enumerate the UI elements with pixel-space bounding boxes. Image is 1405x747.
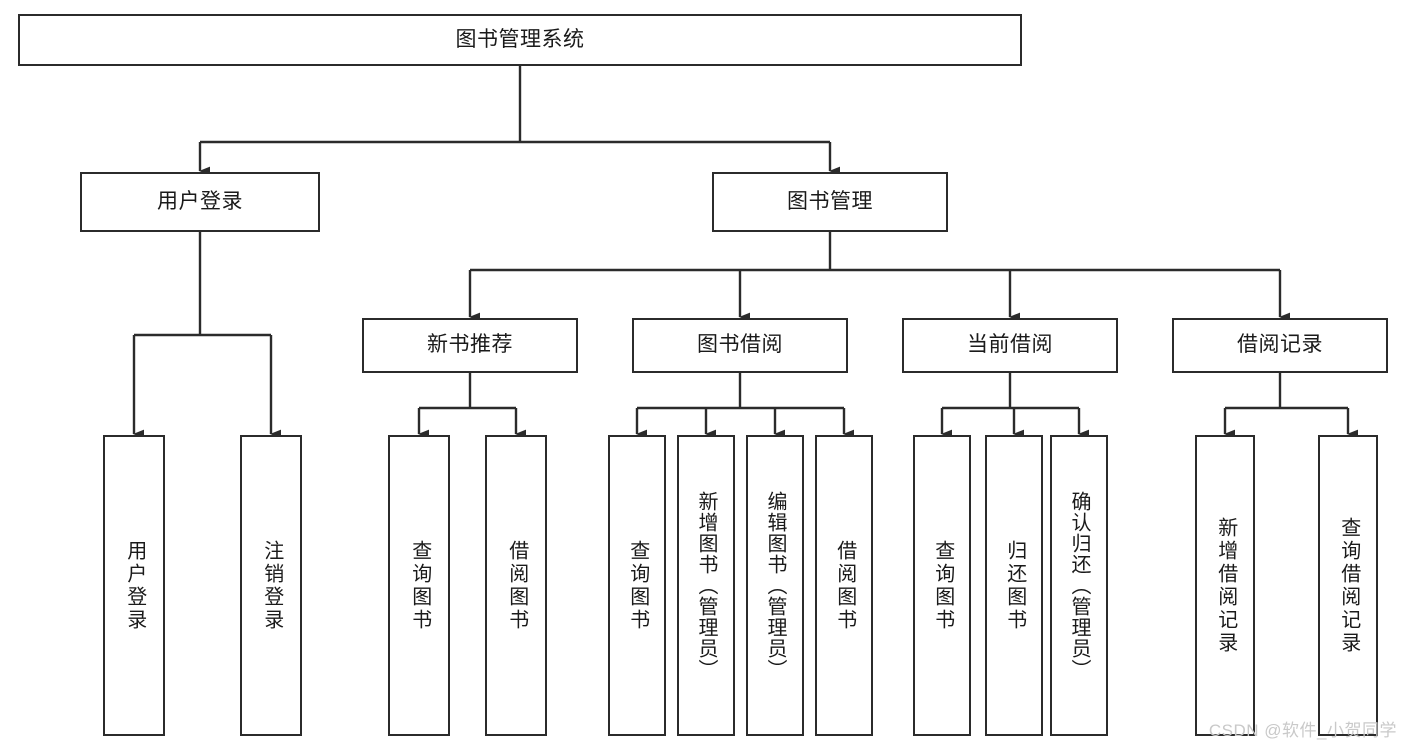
node-current-borrow[interactable]: 当前借阅 — [902, 318, 1118, 373]
node-label-borrow-record: 借阅记录 — [1237, 333, 1323, 357]
node-label-leaf-query-record: 查询借阅记录 — [1337, 516, 1360, 655]
node-borrow-record[interactable]: 借阅记录 — [1172, 318, 1388, 373]
node-leaf-query-book-3[interactable]: 查询图书 — [913, 435, 971, 736]
node-label-leaf-return-book: 归还图书 — [1003, 539, 1026, 632]
node-leaf-user-login[interactable]: 用户登录 — [103, 435, 165, 736]
node-label-leaf-add-book: 新增图书（管理员） — [695, 491, 717, 680]
node-leaf-edit-book[interactable]: 编辑图书（管理员） — [746, 435, 804, 736]
node-leaf-user-logout[interactable]: 注销登录 — [240, 435, 302, 736]
node-label-leaf-query-book-2: 查询图书 — [626, 539, 649, 632]
node-leaf-query-book-1[interactable]: 查询图书 — [388, 435, 450, 736]
node-label-leaf-borrow-book-1: 借阅图书 — [505, 539, 528, 632]
node-leaf-borrow-book-1[interactable]: 借阅图书 — [485, 435, 547, 736]
node-label-leaf-query-book-3: 查询图书 — [931, 539, 954, 632]
node-leaf-query-record[interactable]: 查询借阅记录 — [1318, 435, 1378, 736]
watermark-label: CSDN @软件_小贺同学 — [1208, 721, 1397, 740]
node-label-book-manage: 图书管理 — [787, 189, 873, 213]
node-label-leaf-user-logout: 注销登录 — [260, 539, 283, 632]
node-label-leaf-query-book-1: 查询图书 — [408, 539, 431, 632]
node-root[interactable]: 图书管理系统 — [18, 14, 1022, 66]
node-label-current-borrow: 当前借阅 — [967, 333, 1053, 357]
node-label-new-book-rec: 新书推荐 — [427, 333, 513, 357]
node-new-book-rec[interactable]: 新书推荐 — [362, 318, 578, 373]
node-label-user-login: 用户登录 — [157, 189, 243, 213]
node-label-leaf-edit-book: 编辑图书（管理员） — [764, 491, 786, 680]
node-leaf-add-record[interactable]: 新增借阅记录 — [1195, 435, 1255, 736]
node-label-leaf-confirm-ret: 确认归还（管理员） — [1068, 491, 1090, 680]
node-leaf-query-book-2[interactable]: 查询图书 — [608, 435, 666, 736]
node-leaf-add-book[interactable]: 新增图书（管理员） — [677, 435, 735, 736]
node-leaf-confirm-ret[interactable]: 确认归还（管理员） — [1050, 435, 1108, 736]
node-book-manage[interactable]: 图书管理 — [712, 172, 948, 232]
node-leaf-return-book[interactable]: 归还图书 — [985, 435, 1043, 736]
node-book-borrow[interactable]: 图书借阅 — [632, 318, 848, 373]
node-label-leaf-add-record: 新增借阅记录 — [1214, 516, 1237, 655]
node-leaf-borrow-book-2[interactable]: 借阅图书 — [815, 435, 873, 736]
node-label-leaf-user-login: 用户登录 — [123, 539, 146, 632]
node-label-book-borrow: 图书借阅 — [697, 333, 783, 357]
node-label-root: 图书管理系统 — [455, 27, 585, 51]
node-label-leaf-borrow-book-2: 借阅图书 — [833, 539, 856, 632]
node-user-login[interactable]: 用户登录 — [80, 172, 320, 232]
